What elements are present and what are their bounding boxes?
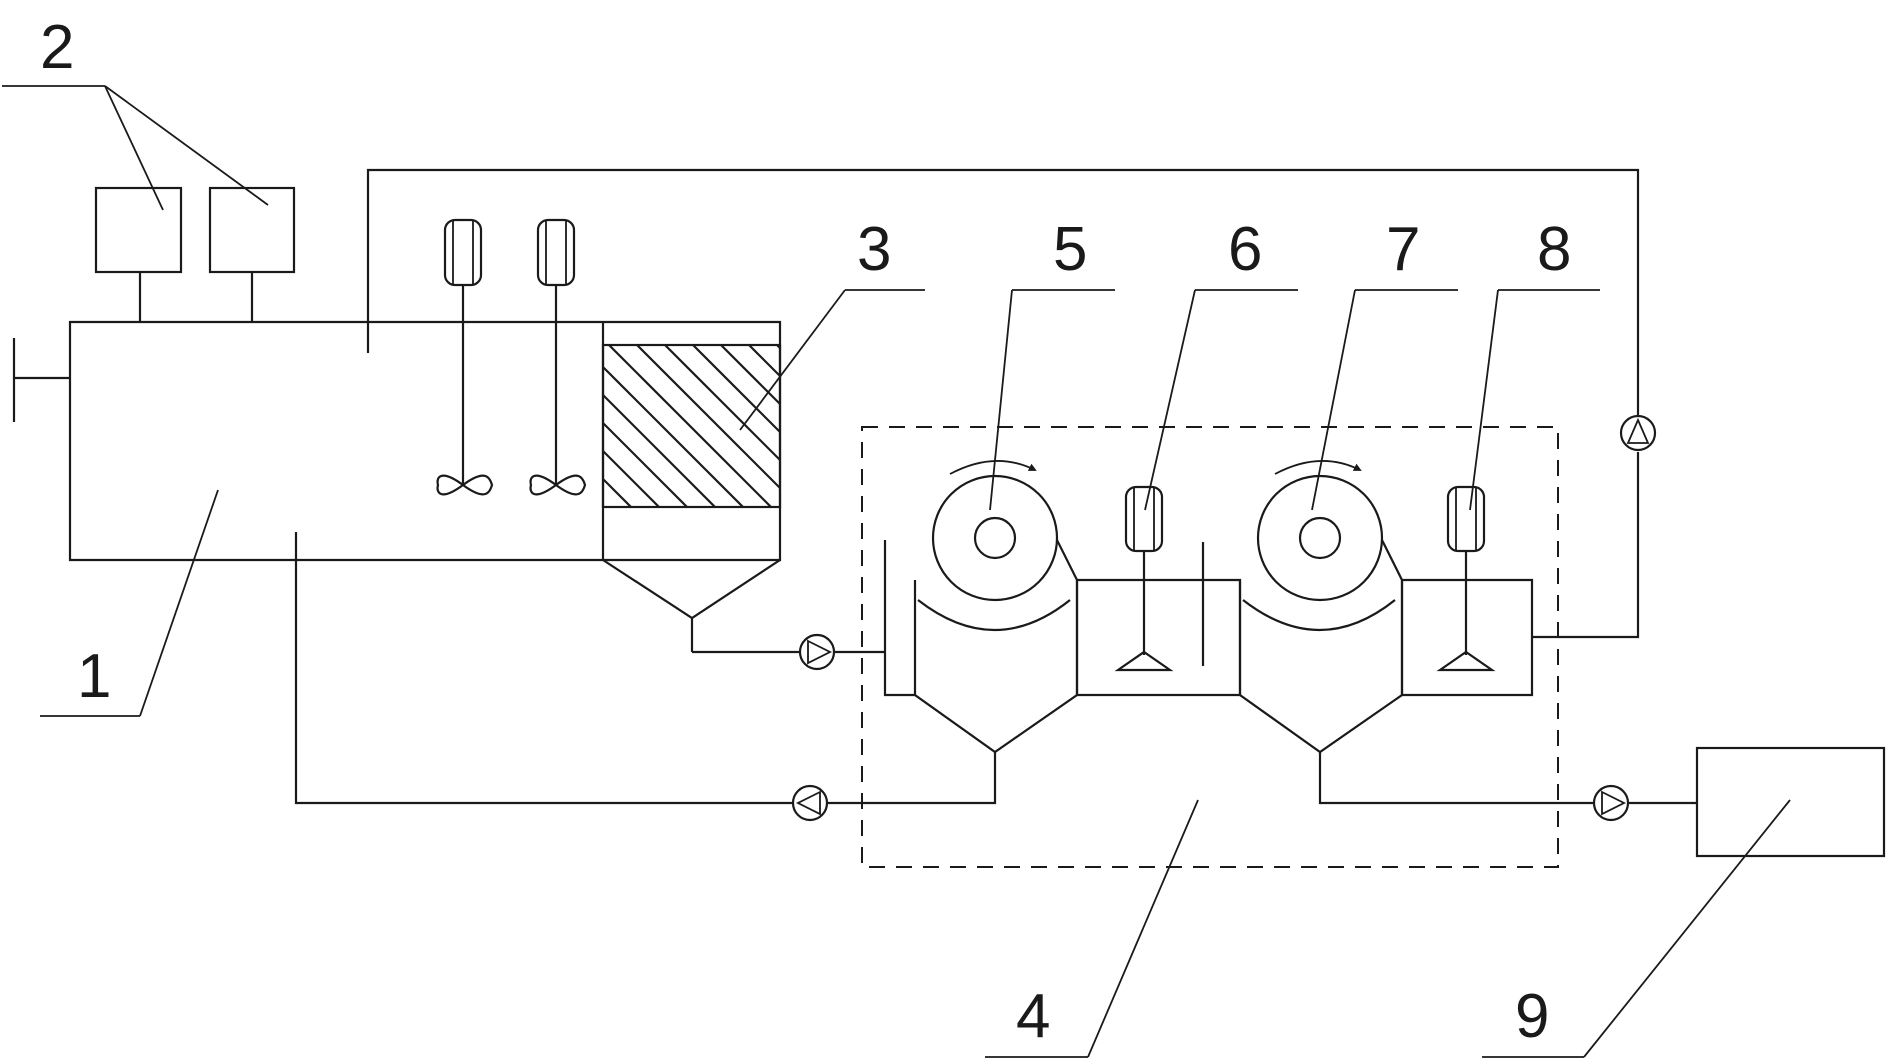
hatch-line	[776, 345, 780, 350]
discharge-line	[1318, 746, 1886, 858]
dosing-tank-icon	[208, 186, 296, 274]
agitator-motor-icon	[1446, 485, 1486, 553]
hatch-line	[748, 345, 780, 378]
return-pump	[791, 784, 829, 822]
cone-agitator-icon	[1436, 650, 1496, 672]
rotation-arrow-icon	[949, 460, 1037, 475]
hatch-line	[636, 345, 780, 490]
hatch-line	[603, 421, 688, 507]
agitator-2	[529, 218, 587, 496]
mixing-chamber-2	[1400, 485, 1556, 697]
agitator-motor-icon	[443, 218, 483, 287]
dosing-tank-icon	[94, 186, 183, 274]
separation-module-boundary	[861, 426, 1559, 868]
hatch-line	[692, 345, 780, 434]
agitator-1	[436, 218, 494, 496]
discharge-pump	[1592, 784, 1630, 822]
label-3: 3	[857, 215, 891, 284]
hatch-line	[720, 345, 780, 406]
sedimentation-hatch-zone	[601, 343, 967, 654]
leader-lines	[2, 85, 1791, 1058]
recycle-pump	[1619, 414, 1657, 452]
drum-separator-1	[913, 460, 1079, 800]
hatch-line	[664, 345, 780, 462]
label-7: 7	[1386, 215, 1420, 284]
label-9: 9	[1515, 982, 1549, 1051]
rotating-drum-icon	[1256, 474, 1384, 602]
impeller-icon	[436, 474, 494, 496]
dosing-tank-1	[94, 186, 183, 322]
top-recycle-line	[366, 168, 1657, 639]
rotation-arrow-icon	[1274, 460, 1362, 475]
feed-pump	[798, 633, 836, 671]
agitator-motor-icon	[536, 218, 576, 287]
rotating-drum-icon	[931, 474, 1059, 602]
label-1: 1	[77, 642, 111, 711]
return-line	[294, 532, 997, 822]
hatch-line	[608, 345, 772, 507]
label-8: 8	[1537, 215, 1571, 284]
label-5: 5	[1053, 215, 1087, 284]
drum-separator-2	[1238, 460, 1404, 800]
collection-tank-9	[1695, 746, 1886, 858]
label-2: 2	[40, 13, 74, 82]
hatch-line	[603, 393, 716, 507]
hatch-line	[603, 449, 660, 507]
label-6: 6	[1228, 215, 1262, 284]
agitator-motor-icon	[1124, 485, 1164, 553]
label-4: 4	[1016, 982, 1050, 1051]
hatch-line	[603, 477, 632, 507]
main-reaction-tank	[12, 320, 782, 562]
hatch-line	[603, 365, 744, 507]
hatch-line	[805, 345, 967, 507]
impeller-icon	[529, 474, 587, 496]
cone-agitator-icon	[1114, 650, 1174, 672]
mixing-chamber-1	[1075, 485, 1242, 697]
dosing-tank-2	[208, 186, 296, 322]
pump-icon	[1619, 414, 1657, 452]
